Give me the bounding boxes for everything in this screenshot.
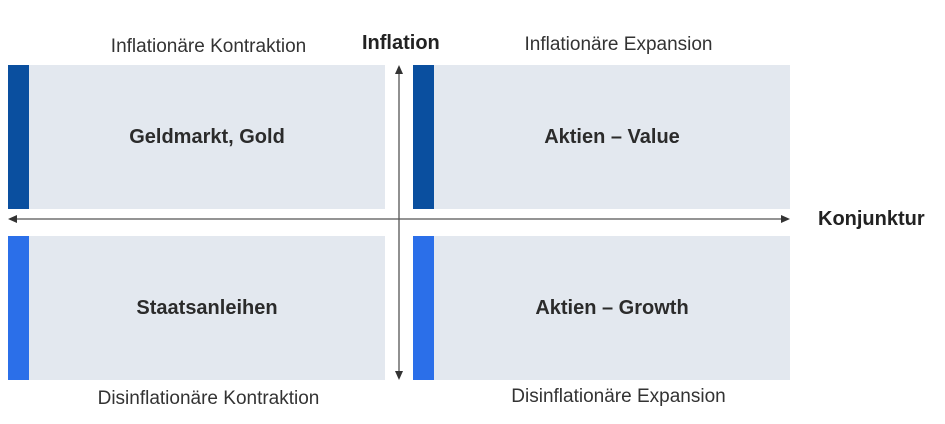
quadrant-asset-label: Aktien – Growth xyxy=(535,296,689,319)
arrow-down-icon xyxy=(395,371,403,380)
axis-label-inflation: Inflation xyxy=(362,32,440,54)
quadrant-title-bottom-left: Disinflationäre Kontraktion xyxy=(97,388,320,409)
quadrant-box-top-left: Geldmarkt, Gold xyxy=(8,65,385,209)
quadrant-box-bottom-left: Staatsanleihen xyxy=(8,236,385,380)
quadrant-asset-label: Staatsanleihen xyxy=(136,296,278,319)
arrow-left-icon xyxy=(8,215,17,223)
arrow-right-icon xyxy=(781,215,790,223)
quadrant-title-top-right: Inflationäre Expansion xyxy=(524,34,713,55)
stripe-inflation xyxy=(413,65,434,209)
quadrant-title-top-left: Inflationäre Kontraktion xyxy=(110,36,307,57)
quadrant-asset-label: Geldmarkt, Gold xyxy=(129,125,285,148)
stripe-inflation xyxy=(8,65,29,209)
quadrant-title-bottom-right: Disinflationäre Expansion xyxy=(511,386,726,407)
arrow-up-icon xyxy=(395,65,403,74)
quadrant-asset-label: Aktien – Value xyxy=(544,125,680,148)
quadrant-box-bottom-right: Aktien – Growth xyxy=(413,236,790,380)
axis-label-konjunktur: Konjunktur xyxy=(818,208,925,230)
stripe-disinflation xyxy=(413,236,434,380)
quadrant-box-top-right: Aktien – Value xyxy=(413,65,790,209)
stripe-disinflation xyxy=(8,236,29,380)
